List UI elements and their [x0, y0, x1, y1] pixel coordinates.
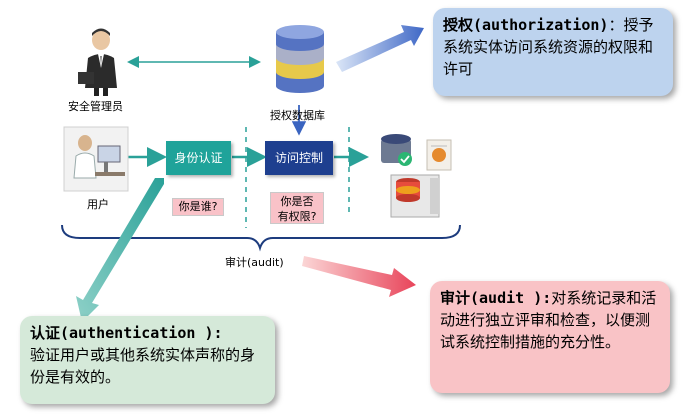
- user-computer-icon: [63, 126, 129, 192]
- authorization-term: 授权(authorization): [443, 16, 609, 34]
- authorization-text: ：授予系统实体访问系统资源的权限和许可: [443, 16, 654, 78]
- audit-label: 审计(audit): [225, 256, 284, 269]
- audit-text: 对系统记录和活动进行独立评审和检查，以便测试系统控制措施的充分性。: [440, 289, 657, 351]
- permission-tag-line: 有权限?: [277, 210, 317, 223]
- database-icon: [276, 25, 324, 93]
- admin-label: 安全管理员: [68, 100, 123, 113]
- server-check-icon: [381, 134, 412, 166]
- audit-term: 审计(audit ):: [440, 289, 552, 307]
- user-label: 用户: [87, 198, 109, 211]
- authorization-callout: 授权(authorization)：授予系统实体访问系统资源的权限和许可: [433, 8, 673, 96]
- access-control-box: 访问控制: [265, 141, 333, 175]
- permission-tag: 你是否 有权限?: [270, 192, 324, 224]
- who-are-you-tag: 你是谁?: [172, 198, 224, 216]
- authentication-term: 认证(authentication ):: [30, 324, 223, 342]
- audit-arrow: [302, 256, 416, 297]
- authentication-text: 验证用户或其他系统实体声称的身份是有效的。: [30, 346, 256, 386]
- authentication-arrow: [76, 178, 164, 322]
- audit-callout: 审计(audit ):对系统记录和活动进行独立评审和检查，以便测试系统控制措施的…: [430, 281, 670, 393]
- authentication-callout: 认证(authentication ): 验证用户或其他系统实体声称的身份是有效…: [20, 316, 275, 404]
- permission-tag-line: 你是否: [280, 195, 314, 208]
- admin-icon: [78, 28, 117, 96]
- document-icon: [426, 139, 452, 171]
- database-label: 授权数据库: [270, 109, 325, 122]
- database-server-icon: [390, 174, 440, 218]
- authorization-arrow: [336, 25, 424, 72]
- authentication-box: 身份认证: [166, 141, 231, 175]
- audit-brace: [61, 224, 461, 252]
